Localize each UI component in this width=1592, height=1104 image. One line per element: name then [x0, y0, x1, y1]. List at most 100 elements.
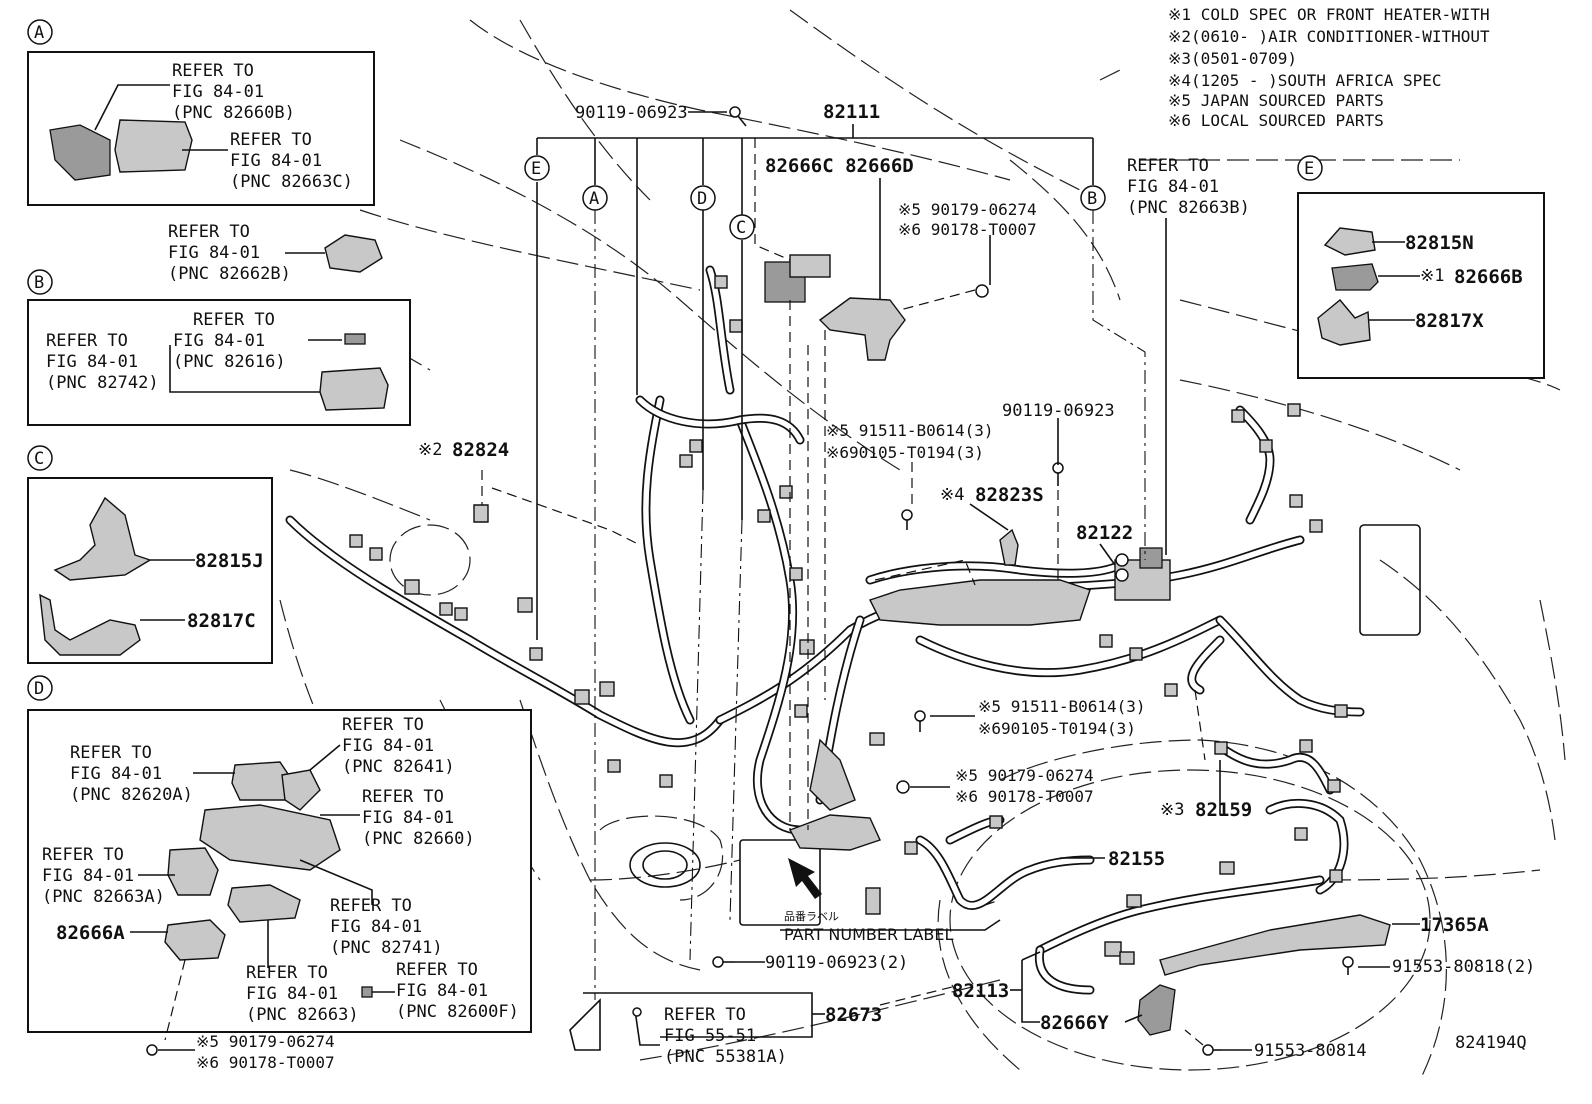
- leader-lines: [481, 111, 1420, 1051]
- refer-fig-84-01-pnc-82620a: REFER TO FIG 84-01 (PNC 82620A): [70, 743, 193, 805]
- part-90119-06923-mid: 90119-06923: [1002, 401, 1115, 421]
- bolt-icon: [1342, 956, 1354, 975]
- svg-text:REFER TO: REFER TO: [362, 787, 444, 807]
- svg-text:A: A: [34, 23, 44, 43]
- bolts: [712, 106, 1354, 1056]
- svg-text:REFER TO: REFER TO: [330, 896, 412, 916]
- part-91553-80814: 91553-80814: [1254, 1041, 1367, 1061]
- svg-text:※6 LOCAL SOURCED PARTS: ※6 LOCAL SOURCED PARTS: [1168, 111, 1384, 130]
- svg-text:FIG 84-01: FIG 84-01: [362, 808, 454, 828]
- svg-text:REFER TO: REFER TO: [168, 222, 250, 242]
- svg-text:※6 90178-T0007: ※6 90178-T0007: [898, 220, 1037, 239]
- svg-text:※2: ※2: [418, 440, 442, 460]
- svg-text:FIG 84-01: FIG 84-01: [46, 352, 138, 372]
- detail-markers: E A D C B: [524, 155, 1106, 240]
- svg-text:(PNC 82641): (PNC 82641): [342, 757, 455, 777]
- svg-text:FIG 84-01: FIG 84-01: [396, 981, 488, 1001]
- svg-text:82823S: 82823S: [975, 484, 1044, 506]
- part-number-label: 品番ラベル PART NUMBER LABEL: [784, 910, 953, 944]
- svg-text:C: C: [34, 449, 44, 469]
- sub-harness-82155: [915, 815, 1095, 910]
- svg-text:D: D: [697, 189, 707, 209]
- part-90119-06923-top: 90119-06923: [575, 103, 688, 123]
- svg-text:※5 90179-06274: ※5 90179-06274: [196, 1032, 335, 1051]
- bracket-82666d: [818, 297, 906, 361]
- bolt-icon: [1052, 462, 1064, 486]
- part-82666b: ※1: [1420, 266, 1444, 286]
- detail-box-b: B REFER TO FIG 84-01 (PNC 82742) REFER T…: [27, 269, 411, 426]
- svg-text:(PNC 82663C): (PNC 82663C): [230, 172, 353, 192]
- part-91553-80818: 91553-80818(2): [1392, 957, 1535, 977]
- svg-text:(PNC 55381A): (PNC 55381A): [664, 1047, 787, 1067]
- svg-text:(PNC 82600F): (PNC 82600F): [396, 1002, 519, 1022]
- refer-fig-55-51-pnc-55381a: REFER TO FIG 55-51 (PNC 55381A): [664, 1005, 787, 1067]
- part-90179-06274-a: ※5 90179-06274 ※6 90178-T0007: [898, 200, 1037, 239]
- sub-harness-82113: [1034, 875, 1325, 995]
- part-82113: 82113: [952, 980, 1009, 1002]
- svg-text:B: B: [34, 273, 44, 293]
- part-82824: ※2 82824: [418, 439, 509, 461]
- svg-text:E: E: [1304, 159, 1314, 179]
- refer-fig-84-01-pnc-82663: REFER TO FIG 84-01 (PNC 82663): [246, 963, 359, 1025]
- svg-text:REFER TO: REFER TO: [70, 743, 152, 763]
- refer-fig-84-01-pnc-82616: REFER TO FIG 84-01 (PNC 82616): [173, 310, 286, 372]
- refer-fig-84-01-pnc-82641: REFER TO FIG 84-01 (PNC 82641): [342, 715, 455, 777]
- bolt-icon: [901, 509, 913, 530]
- svg-text:(PNC 82742): (PNC 82742): [46, 373, 159, 393]
- svg-text:FIG 55-51: FIG 55-51: [664, 1026, 756, 1046]
- svg-text:C: C: [736, 218, 746, 238]
- spec-notes: ※1 COLD SPEC OR FRONT HEATER-WITH ※2(061…: [1168, 5, 1490, 130]
- part-82817x: 82817X: [1415, 310, 1484, 332]
- refer-fig-84-01-pnc-82663a: REFER TO FIG 84-01 (PNC 82663A): [42, 845, 165, 907]
- grommet-protector-82824: [473, 504, 489, 523]
- svg-text:※5 91511-B0614(3): ※5 91511-B0614(3): [978, 697, 1146, 716]
- bolt-icon: [914, 710, 926, 732]
- svg-text:FIG 84-01: FIG 84-01: [1127, 177, 1219, 197]
- part-82159: ※3 82159: [1160, 799, 1252, 821]
- svg-text:※4(1205 - )SOUTH AFRICA S: ※4(1205 - )SOUTH AFRICA SPEC: [1168, 71, 1442, 90]
- diagram-id: 824194Q: [1455, 1033, 1527, 1053]
- harness-connectors: [349, 275, 1348, 965]
- svg-text:(PNC 82663B): (PNC 82663B): [1127, 198, 1250, 218]
- part-82122: 82122: [1076, 522, 1133, 544]
- part-82666c-82666d: 82666C 82666D: [765, 155, 914, 177]
- part-82815j: 82815J: [195, 550, 264, 572]
- svg-text:※690105-T0194(3): ※690105-T0194(3): [978, 719, 1136, 738]
- svg-text:PART NUMBER LABEL: PART NUMBER LABEL: [784, 925, 953, 944]
- part-91511-b0614-a: ※5 91511-B0614(3) ※690105-T0194(3): [826, 421, 994, 462]
- svg-text:FIG 84-01: FIG 84-01: [172, 82, 264, 102]
- svg-text:REFER TO: REFER TO: [1127, 156, 1209, 176]
- refer-fig-84-01-pnc-82660: REFER TO FIG 84-01 (PNC 82660): [362, 787, 475, 849]
- svg-text:※5 JAPAN SOURCED PARTS: ※5 JAPAN SOURCED PARTS: [1168, 91, 1384, 110]
- svg-text:(PNC 82616): (PNC 82616): [173, 352, 286, 372]
- center-protector: [788, 738, 881, 851]
- protector-82823s: [999, 528, 1019, 566]
- detail-box-d: D REFER TO FIG 84-01 (PNC 82620A) REFER …: [27, 675, 532, 1041]
- protector-82666y: [1137, 984, 1176, 1036]
- bolt-icon: [729, 106, 747, 127]
- svg-text:(PNC 82741): (PNC 82741): [330, 938, 443, 958]
- detail-box-c: C 82815J 82817C: [27, 445, 273, 664]
- svg-text:FIG 84-01: FIG 84-01: [168, 243, 260, 263]
- svg-text:REFER TO: REFER TO: [230, 130, 312, 150]
- svg-text:REFER TO: REFER TO: [172, 61, 254, 81]
- svg-text:REFER TO: REFER TO: [246, 963, 328, 983]
- svg-text:REFER TO: REFER TO: [396, 960, 478, 980]
- bolt-icon: [712, 956, 735, 968]
- junction-block-center: [869, 579, 1091, 626]
- body-features: [389, 524, 1431, 1071]
- clip-icon: [975, 284, 989, 298]
- svg-text:FIG 84-01: FIG 84-01: [330, 917, 422, 937]
- main-wiring-harness: [285, 265, 1365, 835]
- refer-fig-84-01-pnc-82660b: REFER TO FIG 84-01 (PNC 82660B): [172, 61, 295, 123]
- bracket-17365a: [1159, 914, 1391, 976]
- svg-text:※4: ※4: [940, 485, 964, 505]
- svg-text:(PNC 82660): (PNC 82660): [362, 829, 475, 849]
- part-82823s: ※4 82823S: [940, 484, 1044, 506]
- svg-text:(PNC 82663A): (PNC 82663A): [42, 887, 165, 907]
- svg-text:REFER TO: REFER TO: [664, 1005, 746, 1025]
- part-90179-06274-b: ※5 90179-06274 ※6 90178-T0007: [955, 766, 1094, 806]
- refer-fig-84-01-pnc-82663c: REFER TO FIG 84-01 (PNC 82663C): [230, 130, 353, 192]
